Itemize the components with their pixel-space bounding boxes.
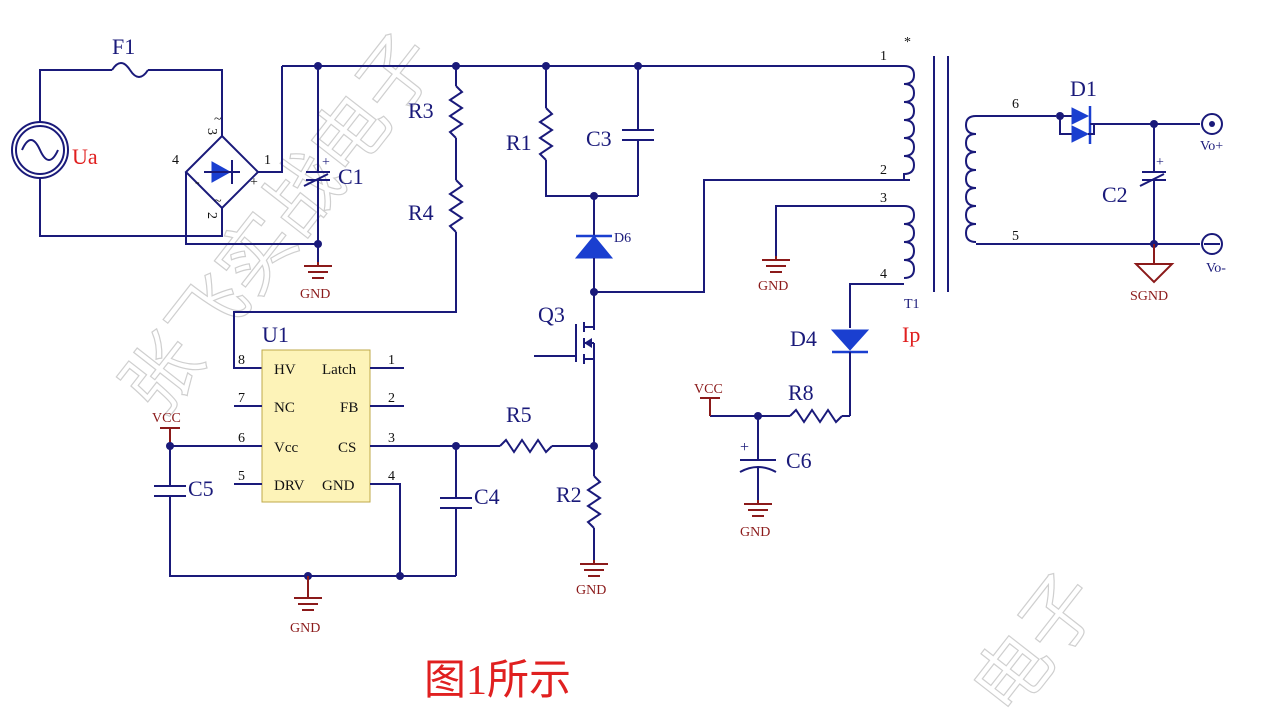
- label-d6: D6: [614, 231, 631, 246]
- label-c1: C1: [338, 164, 364, 189]
- diode-d4: [830, 329, 870, 351]
- label-r5: R5: [506, 402, 532, 427]
- figure-caption: 图1所示: [424, 658, 571, 704]
- gnd-label-r2: GND: [576, 583, 606, 598]
- label-q3: Q3: [538, 302, 565, 327]
- fuse-f1: [111, 62, 149, 78]
- diode-d1: [1059, 106, 1095, 144]
- u1-pin-gnd: GND: [322, 478, 355, 494]
- bridge-pin-2: 2: [204, 212, 219, 219]
- u1-pin-nc: NC: [274, 400, 295, 416]
- label-r4: R4: [408, 200, 434, 225]
- label-c2: C2: [1102, 182, 1128, 207]
- bridge-plus: +: [250, 175, 258, 190]
- label-r1: R1: [506, 130, 532, 155]
- terminal-vo-plus: [1201, 113, 1223, 135]
- t1-pin-5: 5: [1012, 229, 1019, 244]
- resistor-r3: [448, 85, 464, 139]
- label-t1: T1: [904, 297, 920, 312]
- sgnd-label: SGND: [1130, 289, 1168, 304]
- label-d1: D1: [1070, 76, 1097, 101]
- label-r8: R8: [788, 380, 814, 405]
- resistor-r1: [538, 107, 554, 161]
- u1-pin-8-num: 8: [238, 353, 245, 368]
- bridge-pin-1: 1: [264, 153, 271, 168]
- u1-pin-drv: DRV: [274, 478, 305, 494]
- c6-plus: +: [740, 439, 749, 456]
- bridge-ac-top: ~: [214, 112, 222, 127]
- resistor-r8: [789, 408, 843, 424]
- gnd-label-c1: GND: [300, 287, 330, 302]
- label-ip: Ip: [902, 322, 920, 347]
- u1-pin-cs: CS: [338, 440, 356, 456]
- u1-pin-5-num: 5: [238, 469, 245, 484]
- label-d4: D4: [790, 326, 817, 351]
- label-u1: U1: [262, 322, 289, 347]
- t1-pin-6: 6: [1012, 97, 1019, 112]
- u1-pin-3-num: 3: [388, 431, 395, 446]
- t1-pin-3: 3: [880, 191, 887, 206]
- u1-pin-6-num: 6: [238, 431, 245, 446]
- label-vo-minus: Vo-: [1206, 261, 1226, 276]
- terminal-vo-minus: [1201, 233, 1223, 255]
- label-r3: R3: [408, 98, 434, 123]
- label-f1: F1: [112, 34, 135, 59]
- diode-d6: [574, 235, 614, 259]
- t1-pin-1: 1: [880, 49, 887, 64]
- ic-u1: [261, 349, 371, 503]
- u1-pin-vcc: Vcc: [274, 440, 298, 456]
- u1-pin-4-num: 4: [388, 469, 395, 484]
- resistor-r4: [448, 179, 464, 233]
- u1-pin-1-num: 1: [388, 353, 395, 368]
- u1-pin-latch: Latch: [322, 362, 357, 378]
- bridge-pin-3: 3: [204, 128, 219, 135]
- vcc-label-c5: VCC: [152, 411, 181, 426]
- transformer-t1: [903, 56, 977, 292]
- gnd-label-u1: GND: [290, 621, 320, 636]
- resistor-r2: [586, 475, 602, 529]
- bridge-pin-4: 4: [172, 153, 179, 168]
- bridge-rectifier: [184, 134, 260, 210]
- label-c5: C5: [188, 476, 214, 501]
- u1-pin-hv: HV: [274, 362, 296, 378]
- bridge-ac-bottom: ~: [214, 194, 222, 209]
- label-c4: C4: [474, 484, 500, 509]
- t1-pin-2: 2: [880, 163, 887, 178]
- gnd-label-aux: GND: [758, 279, 788, 294]
- cap-c3: [622, 66, 654, 196]
- gnd-label-c6: GND: [740, 525, 770, 540]
- t1-dot: *: [904, 35, 911, 50]
- label-c6: C6: [786, 448, 812, 473]
- label-r2: R2: [556, 482, 582, 507]
- u1-pin-2-num: 2: [388, 391, 395, 406]
- resistor-r5: [499, 438, 553, 454]
- u1-pin-7-num: 7: [238, 391, 245, 406]
- u1-pin-fb: FB: [340, 400, 358, 416]
- label-ua: Ua: [72, 144, 98, 169]
- mosfet-q3: [534, 322, 595, 364]
- t1-pin-4: 4: [880, 267, 887, 282]
- bridge-minus: -: [195, 175, 200, 190]
- ac-source-ua: [11, 121, 69, 179]
- vcc-label-c6: VCC: [694, 382, 723, 397]
- label-c3: C3: [586, 126, 612, 151]
- label-vo-plus: Vo+: [1200, 139, 1223, 154]
- c1-plus: +: [322, 155, 330, 170]
- watermark-text-2: 电子: [954, 557, 1118, 712]
- c2-plus: +: [1156, 155, 1164, 170]
